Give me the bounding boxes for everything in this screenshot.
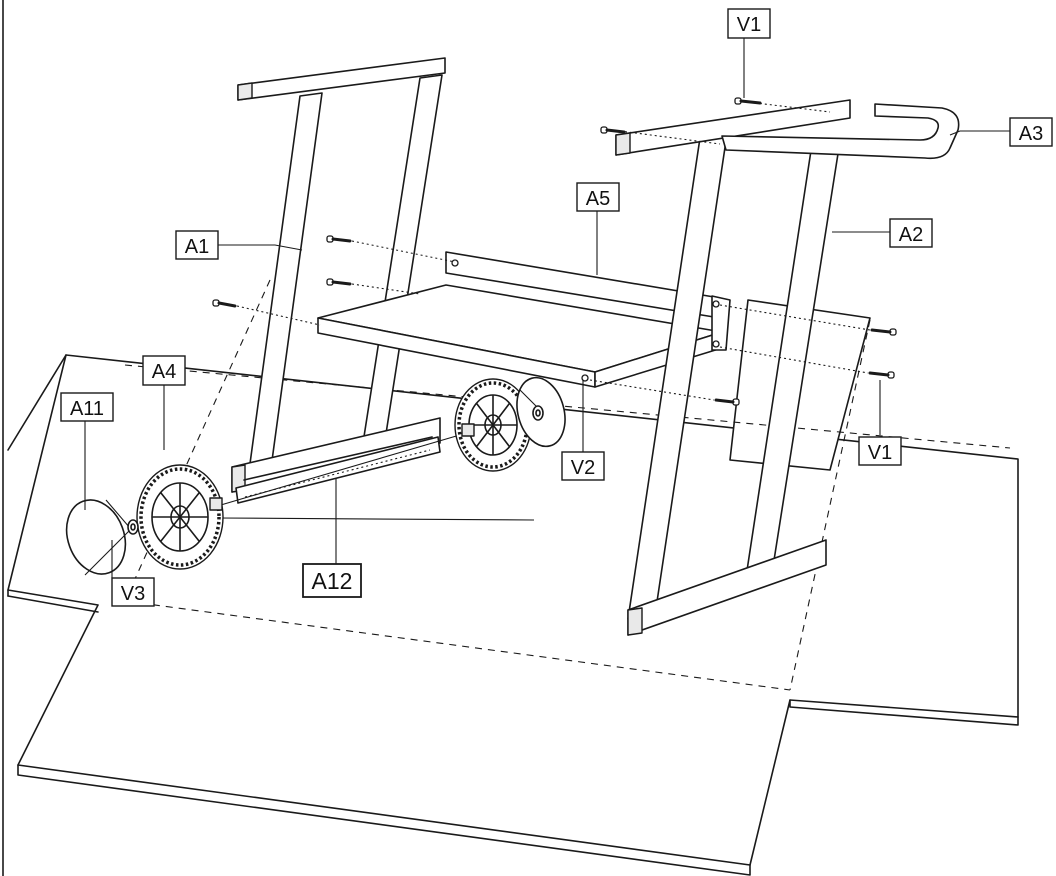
label-text: V3: [121, 583, 145, 605]
screw-icon: [326, 278, 352, 286]
screw-icon: [212, 299, 237, 308]
screw-icon: [714, 398, 740, 406]
label-text: A1: [185, 236, 209, 258]
screw-icon: [870, 328, 897, 336]
label-a4: A4: [142, 355, 186, 386]
label-text: A4: [152, 361, 176, 383]
label-a11: A11: [60, 392, 114, 422]
part-a3-handle: [615, 99, 960, 160]
part-a5-shelf: [317, 251, 731, 388]
label-a12: A12: [302, 563, 362, 598]
label-v2: V2: [561, 451, 605, 481]
label-v1-top: V1: [727, 8, 771, 39]
label-v3: V3: [111, 577, 155, 607]
leader-lines: [84, 38, 1010, 578]
label-text: V1: [737, 14, 761, 36]
label-a2: A2: [889, 218, 933, 248]
part-a2-right-frame: [627, 133, 841, 636]
label-text: A5: [586, 188, 610, 210]
label-a3: A3: [1009, 117, 1053, 147]
label-text: V2: [571, 457, 595, 479]
screw-icon: [734, 97, 762, 105]
washers: [127, 405, 544, 535]
screw-icon: [326, 235, 352, 243]
part-a4-wheel-front: [136, 464, 224, 570]
label-text: A3: [1019, 123, 1043, 145]
screws-v1: [212, 97, 897, 406]
label-a5: A5: [576, 182, 620, 212]
screw-icon: [868, 371, 895, 379]
part-a1-left-frame: [231, 57, 446, 494]
label-text: A2: [899, 224, 923, 246]
label-text: A11: [70, 398, 104, 420]
label-v1-right: V1: [858, 436, 902, 466]
part-a12-axle: [213, 431, 535, 521]
label-text: V1: [868, 442, 892, 464]
label-a1: A1: [175, 230, 219, 260]
label-text: A12: [312, 568, 353, 594]
screw-icon: [600, 126, 626, 134]
